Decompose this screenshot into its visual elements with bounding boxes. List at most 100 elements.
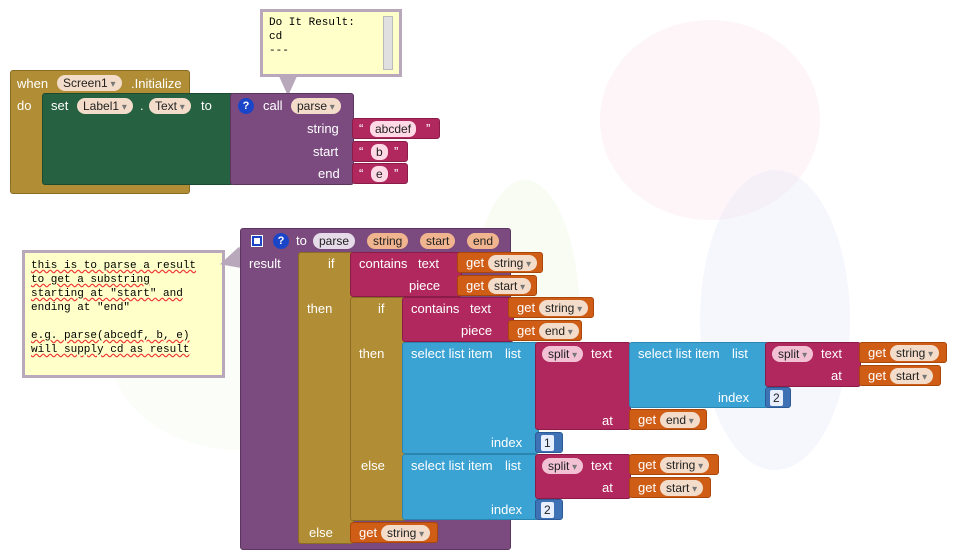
help-icon[interactable]: ? xyxy=(238,98,254,114)
close-quote: ” xyxy=(426,121,431,136)
get-string-block[interactable]: get string xyxy=(629,454,719,475)
number-value[interactable]: 1 xyxy=(541,435,554,451)
call-parse-block[interactable]: ? call parse string start end xyxy=(230,93,354,185)
then-label: then xyxy=(307,301,333,316)
else-label: else xyxy=(309,525,333,540)
get-string-block[interactable]: get string xyxy=(457,252,543,273)
text-literal-block[interactable]: “ abcdef ” xyxy=(352,118,440,139)
else-label: else xyxy=(361,458,385,473)
bubble-pointer xyxy=(278,74,298,96)
number-block[interactable]: 2 xyxy=(535,499,563,520)
watermark-shape xyxy=(700,170,850,470)
string-literal[interactable]: abcdef xyxy=(370,121,417,137)
arg-label-end: end xyxy=(318,166,340,181)
split-dropdown[interactable]: split xyxy=(542,346,584,362)
get-label: get xyxy=(466,255,485,270)
split-block[interactable]: split text at xyxy=(535,454,631,499)
number-value[interactable]: 2 xyxy=(770,390,783,406)
bubble-scrollbar[interactable] xyxy=(383,16,393,70)
event-name: .Initialize xyxy=(131,76,182,91)
split-block[interactable]: split text at xyxy=(535,342,631,430)
text-label: text xyxy=(418,256,439,271)
number-value[interactable]: 2 xyxy=(541,502,554,518)
variable-dropdown[interactable]: start xyxy=(488,278,532,294)
split-block[interactable]: split text at xyxy=(765,342,861,387)
property-dropdown[interactable]: Text xyxy=(149,98,191,114)
at-label: at xyxy=(602,480,613,495)
get-string-block[interactable]: get string xyxy=(859,342,947,363)
text-literal-block[interactable]: “ b ” xyxy=(352,141,408,162)
piece-label: piece xyxy=(461,323,493,338)
text-label: text xyxy=(470,301,491,316)
get-label: get xyxy=(868,368,887,383)
contains-text-block[interactable]: contains text piece xyxy=(402,297,514,342)
split-dropdown[interactable]: split xyxy=(542,458,584,474)
comment-line xyxy=(31,315,216,329)
get-label: get xyxy=(517,300,536,315)
get-string-block[interactable]: get string xyxy=(508,297,594,318)
result-label: result xyxy=(249,256,281,271)
get-string-block[interactable]: get string xyxy=(350,522,438,543)
start-literal[interactable]: b xyxy=(371,144,388,160)
component-dropdown[interactable]: Screen1 xyxy=(57,75,122,91)
set-label-text-block[interactable]: set Label1 . Text to xyxy=(42,93,234,185)
variable-dropdown[interactable]: string xyxy=(539,300,589,316)
index-label: index xyxy=(491,502,523,517)
text-literal-block[interactable]: “ e ” xyxy=(352,163,408,184)
param-start[interactable]: start xyxy=(420,233,456,249)
procedure-dropdown[interactable]: parse xyxy=(291,98,341,114)
close-quote: ” xyxy=(394,144,399,159)
if-then-else-block[interactable]: if then else xyxy=(298,252,354,544)
comment-note[interactable]: this is to parse a result to get a subst… xyxy=(22,250,225,378)
split-dropdown[interactable]: split xyxy=(772,346,814,362)
help-icon[interactable]: ? xyxy=(273,233,289,249)
procedure-name-field[interactable]: parse xyxy=(313,233,356,249)
number-block[interactable]: 2 xyxy=(765,387,791,408)
at-label: at xyxy=(602,413,613,428)
variable-dropdown[interactable]: end xyxy=(660,412,700,428)
comment-line: will supply cd as result xyxy=(31,344,190,356)
variable-dropdown[interactable]: start xyxy=(660,480,704,496)
get-label: get xyxy=(638,457,657,472)
text-label: text xyxy=(591,346,612,361)
variable-dropdown[interactable]: string xyxy=(890,345,940,361)
select-list-item-block[interactable]: select list item list index xyxy=(629,342,769,408)
dot-label: . xyxy=(140,98,144,113)
result-separator: --- xyxy=(269,45,289,57)
result-value: cd xyxy=(269,31,283,43)
comment-line: starting at "start" and xyxy=(31,288,183,300)
get-start-block[interactable]: get start xyxy=(859,365,941,386)
arg-label-start: start xyxy=(313,144,339,159)
comment-line: this is to parse a result xyxy=(31,260,197,272)
contains-text-block[interactable]: contains text piece xyxy=(350,252,462,297)
target-component-dropdown[interactable]: Label1 xyxy=(77,98,133,114)
variable-dropdown[interactable]: start xyxy=(890,368,934,384)
get-label: get xyxy=(466,278,485,293)
set-label: set xyxy=(51,98,69,113)
get-end-block[interactable]: get end xyxy=(508,320,582,341)
get-start-block[interactable]: get start xyxy=(457,275,537,296)
open-quote: “ xyxy=(359,144,364,159)
mutator-icon[interactable] xyxy=(251,235,263,247)
select-list-item-label: select list item xyxy=(411,458,493,473)
get-start-block[interactable]: get start xyxy=(629,477,711,498)
end-literal[interactable]: e xyxy=(371,166,388,182)
select-list-item-block[interactable]: select list item list index xyxy=(402,342,539,454)
variable-dropdown[interactable]: end xyxy=(539,323,579,339)
get-label: get xyxy=(359,525,378,540)
if-then-else-block[interactable]: if then else xyxy=(350,297,406,521)
select-list-item-block[interactable]: select list item list index xyxy=(402,454,539,520)
param-string[interactable]: string xyxy=(367,233,409,249)
number-block[interactable]: 1 xyxy=(535,432,563,453)
index-label: index xyxy=(718,390,750,405)
open-quote: “ xyxy=(359,166,364,181)
variable-dropdown[interactable]: string xyxy=(660,457,710,473)
get-end-block[interactable]: get end xyxy=(629,409,707,430)
comment-line: to get a substring xyxy=(31,274,150,286)
variable-dropdown[interactable]: string xyxy=(488,255,538,271)
text-label: text xyxy=(821,346,842,361)
param-end[interactable]: end xyxy=(467,233,500,249)
contains-label: contains xyxy=(411,301,460,316)
variable-dropdown[interactable]: string xyxy=(381,525,431,541)
get-label: get xyxy=(638,480,657,495)
